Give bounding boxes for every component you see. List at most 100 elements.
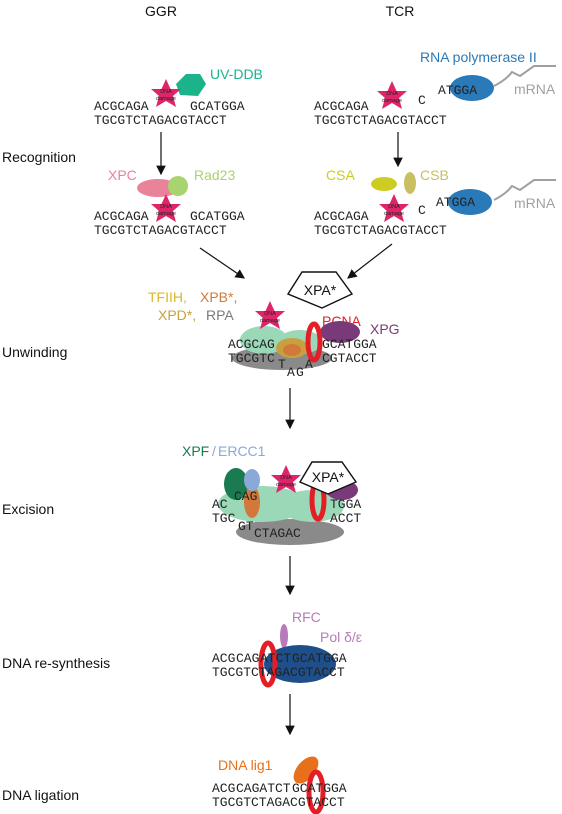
tcr-seq2-bottom: TGCGTCTAGACGTACCT bbox=[314, 223, 447, 238]
csb-label: CSB bbox=[420, 167, 449, 183]
slash-label: / bbox=[212, 443, 216, 459]
ggr-seq2-top-left: ACGCAGA bbox=[94, 209, 149, 224]
xpb-shape bbox=[244, 486, 260, 518]
stage-unwinding: Unwinding bbox=[2, 344, 67, 360]
ligation-top-c: GCATGGA bbox=[292, 781, 347, 796]
csb-shape bbox=[404, 172, 416, 194]
stage-excision: Excision bbox=[2, 501, 54, 517]
pol-delta-epsilon-shape bbox=[264, 645, 336, 683]
xpb-label: XPB*, bbox=[200, 289, 237, 305]
resynthesis-top-new-b: CAG bbox=[236, 651, 259, 666]
rna-polymerase-ii-shape bbox=[450, 75, 494, 101]
dna-damage-star: DNA damage bbox=[255, 301, 285, 329]
ggr-seq1-bottom: TGCGTCTAGACGTACCT bbox=[94, 113, 227, 128]
pcna-ring bbox=[258, 640, 278, 688]
pcna-ring bbox=[305, 321, 323, 363]
xpb-shape bbox=[283, 344, 301, 356]
xpa-label: XPA* bbox=[304, 282, 337, 298]
mrna-strand-1 bbox=[493, 65, 556, 87]
ercc1-shape bbox=[244, 469, 260, 491]
xpg-label: XPG bbox=[370, 321, 400, 337]
ercc1-label: ERCC1 bbox=[218, 443, 266, 459]
excision-top-right: TGGA bbox=[330, 497, 361, 512]
unwinding-top-left: ACGCAG bbox=[228, 337, 275, 352]
excision-bottom-mid: GT bbox=[238, 519, 254, 534]
tfiih-shape bbox=[240, 326, 288, 354]
uv-ddb-label: UV-DDB bbox=[210, 66, 263, 82]
excision-bottom-right: ACCT bbox=[330, 511, 361, 526]
resynthesis-top-a: ACG bbox=[212, 651, 235, 666]
tcr-seq2-top-left: ACGCAGA bbox=[314, 209, 369, 224]
dna-damage-star: DNA damage bbox=[151, 194, 181, 222]
mrna-label-1: mRNA bbox=[514, 81, 556, 97]
csa-label: CSA bbox=[326, 167, 355, 183]
xpf-label: XPF bbox=[182, 443, 209, 459]
ggr-seq1-top-right: GCATGGA bbox=[190, 99, 245, 114]
pol-label: Pol δ/ε bbox=[320, 629, 362, 645]
tcr-seq2-top-mid: C bbox=[418, 203, 426, 218]
tcr-header: TCR bbox=[386, 3, 415, 19]
xpc-label: XPC bbox=[108, 167, 137, 183]
csa-shape bbox=[371, 177, 397, 191]
resynthesis-bottom: TGCGTCTAGACGTACCT bbox=[212, 665, 345, 680]
ligation-bottom: TGCGTCTAGACGTACCT bbox=[212, 795, 345, 810]
rfc-shape bbox=[280, 624, 288, 648]
damage-label-line2: damage bbox=[260, 318, 280, 324]
stage-dna-ligation: DNA ligation bbox=[2, 787, 79, 803]
damage-label-line1: DNA bbox=[280, 475, 292, 481]
dna-damage-star: DNA damage bbox=[377, 81, 407, 109]
resynthesis-top-new-c: ATCT bbox=[260, 651, 291, 666]
excision-top-left: AC bbox=[212, 497, 228, 512]
xpa-pentagon: XPA* bbox=[298, 461, 358, 495]
xpa-pentagon: XPA* bbox=[286, 271, 354, 309]
ggr-seq2-top-right: GCATGGA bbox=[190, 209, 245, 224]
damage-label-line2: damage bbox=[276, 482, 296, 488]
rna-polymerase-ii-shape bbox=[448, 189, 492, 215]
damage-label-line2: damage bbox=[384, 211, 404, 217]
damage-label-line1: DNA bbox=[160, 89, 172, 95]
rad23-shape bbox=[168, 176, 188, 196]
tcr-seq2-top-right: ATGGA bbox=[436, 195, 475, 210]
unwinding-bottom-mid-2: A bbox=[287, 365, 295, 380]
dna-damage-star: DNA damage bbox=[379, 194, 409, 222]
pcna-ring bbox=[306, 769, 326, 814]
excision-bottom-left: TGC bbox=[212, 511, 236, 526]
excision-top-mid: CAG bbox=[234, 489, 257, 504]
unwinding-bottom-mid-3: G bbox=[296, 365, 304, 380]
ggr-seq2-bottom: TGCGTCTAGACGTACCT bbox=[94, 223, 227, 238]
ggr-seq1-top-left: ACGCAGA bbox=[94, 99, 149, 114]
stage-dna-resynthesis: DNA re-synthesis bbox=[2, 655, 110, 671]
excised-fragment: CTAGAC bbox=[254, 526, 301, 541]
ggr-header: GGR bbox=[145, 3, 177, 19]
xpd-label: XPD*, bbox=[158, 307, 196, 323]
unwinding-bottom-left: TGCGTC bbox=[228, 351, 275, 366]
xpg-shape bbox=[320, 321, 360, 343]
resynthesis-top-d: GCATGGA bbox=[292, 651, 347, 666]
tcr-seq1-bottom: TGCGTCTAGACGTACCT bbox=[314, 113, 447, 128]
damage-label-line1: DNA bbox=[386, 91, 398, 97]
arrow-tcr-to-unwinding bbox=[347, 243, 393, 279]
rna-polymerase-ii-label: RNA polymerase II bbox=[420, 49, 537, 65]
rpa-label: RPA bbox=[206, 307, 234, 323]
tfiih-label: TFIIH, bbox=[148, 289, 187, 305]
tcr-seq1-top-mid: C bbox=[418, 93, 426, 108]
tcr-seq1-top-left: ACGCAGA bbox=[314, 99, 369, 114]
stage-recognition: Recognition bbox=[2, 149, 76, 165]
mrna-label-2: mRNA bbox=[514, 195, 556, 211]
mrna-strand-2 bbox=[493, 179, 556, 201]
damage-label-line2: damage bbox=[156, 96, 176, 102]
damage-label-line2: damage bbox=[156, 211, 176, 217]
unwinding-bottom-mid-1: T bbox=[278, 357, 286, 372]
dna-lig1-label: DNA lig1 bbox=[218, 757, 273, 773]
dna-damage-star: DNA damage bbox=[271, 465, 301, 493]
rad23-label: Rad23 bbox=[194, 167, 235, 183]
unwinding-bottom-right: CGTACCT bbox=[322, 351, 377, 366]
dna-lig1-shape bbox=[293, 756, 319, 784]
xpa-label: XPA* bbox=[312, 469, 345, 485]
rpa-shape bbox=[236, 519, 344, 545]
damage-label-line2: damage bbox=[382, 98, 402, 104]
rfc-label: RFC bbox=[292, 609, 321, 625]
damage-label-line1: DNA bbox=[264, 311, 276, 317]
tcr-seq1-top-right: ATGGA bbox=[438, 83, 477, 98]
